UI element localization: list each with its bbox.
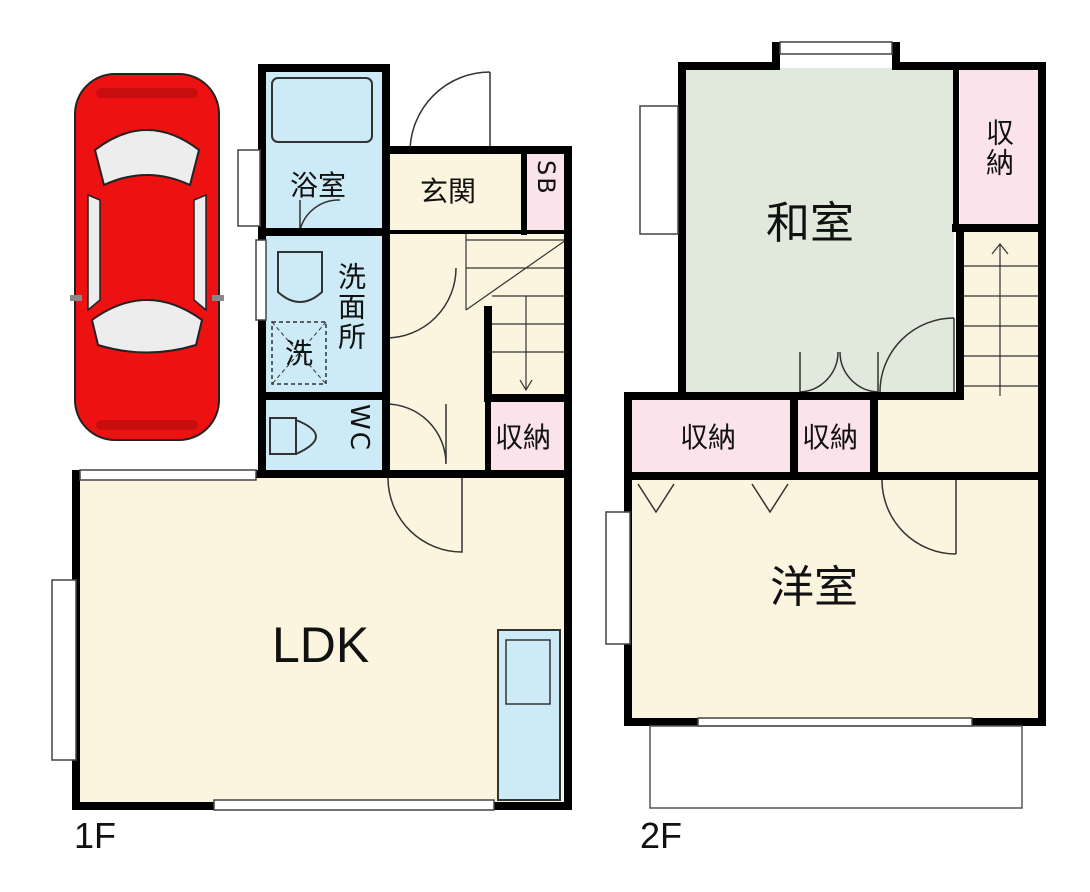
floor-label-1f: 1F <box>74 815 117 856</box>
stair-2f-area <box>960 230 1042 398</box>
japanese-room-area <box>682 68 954 396</box>
wc-area <box>262 398 386 474</box>
storage-left-area <box>630 398 792 476</box>
storage-right-area <box>960 68 1042 228</box>
windows-2f <box>605 41 973 727</box>
second-floor <box>605 41 1046 809</box>
room-label-storage-left: 収納 <box>680 421 737 454</box>
doors-2f <box>637 317 957 555</box>
washroom-area <box>262 232 386 396</box>
room-label-japanese: 和室 <box>766 198 854 249</box>
balcony <box>649 725 1023 809</box>
ldk-area <box>76 476 568 806</box>
bath-room <box>262 68 386 230</box>
stairs-1f-icon <box>465 232 567 392</box>
storage-1f-area <box>490 398 568 474</box>
windows-1f <box>51 149 495 811</box>
shoebox-area <box>526 152 568 230</box>
room-label-wc: WC <box>344 404 374 452</box>
room-label-storage-mid: 収納 <box>802 421 859 454</box>
first-floor <box>51 64 572 811</box>
hall-2f-area <box>874 398 1042 476</box>
room-label-shoebox: SB <box>532 160 560 196</box>
car-icon <box>70 73 224 441</box>
washer-icon <box>271 321 327 385</box>
storage-mid-area <box>796 398 872 476</box>
room-label-bath: 浴室 <box>290 169 347 202</box>
stairs-2f-icon <box>964 243 1040 396</box>
room-label-ldk: LDK <box>272 617 370 673</box>
kitchen-counter-icon <box>497 629 561 801</box>
doors-1f <box>299 71 491 553</box>
room-label-washroom: 洗面所 <box>334 262 367 352</box>
floor-label-2f: 2F <box>640 815 683 856</box>
sink-icon <box>277 251 323 303</box>
room-label-western: 洋室 <box>770 562 858 613</box>
entrance-area <box>388 152 524 230</box>
room-label-storage-right: 収納 <box>982 118 1015 178</box>
room-label-washer: 洗 <box>285 337 314 370</box>
room-label-entrance: 玄関 <box>420 175 477 208</box>
western-room-area <box>632 478 1042 720</box>
kitchen-sink-icon <box>505 639 551 705</box>
bathtub-icon <box>271 77 373 143</box>
room-label-storage-1f: 収納 <box>495 421 552 454</box>
toilet-icon <box>269 417 317 455</box>
